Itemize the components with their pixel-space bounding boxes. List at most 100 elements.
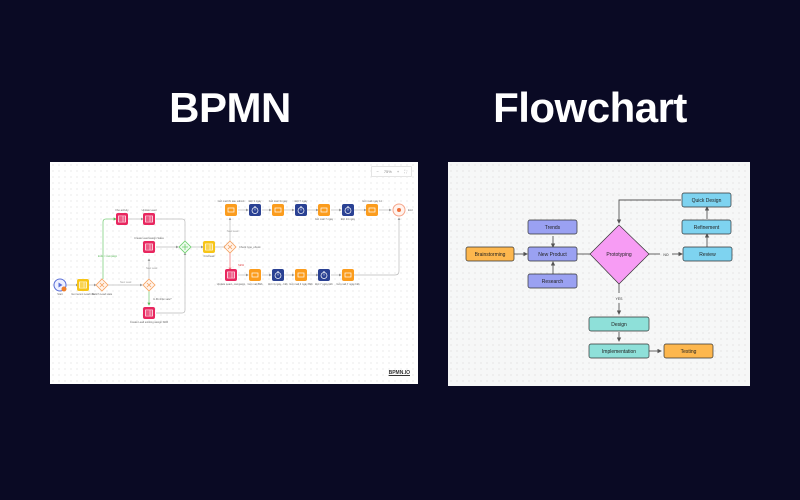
bpmn-diagram-panel[interactable]: − 75% + ⛶ [50, 162, 418, 384]
node-label: Gửi mail thì sau submit [218, 199, 245, 203]
node-label: Gửi mail 3 ngày Bkb [289, 282, 313, 286]
bpmn-task-createleadexisting[interactable] [143, 307, 155, 319]
bpmn-task-findlead[interactable] [203, 241, 215, 253]
flow-node-label: Quick Design [692, 198, 722, 204]
node-label: Find lead [204, 254, 215, 258]
timer-icon [320, 271, 328, 279]
node-label: Check type_ebook [239, 245, 261, 249]
timer-icon [274, 271, 282, 279]
bpmn-xor-gw3[interactable] [223, 240, 237, 254]
bpmn-task-fbactivity[interactable] [116, 213, 128, 225]
flow-node-label: Research [542, 279, 564, 285]
bpmn-timer-t1[interactable] [249, 204, 261, 216]
edge-label-no: NO [663, 253, 669, 257]
bpmn-task-updatelead2[interactable] [225, 269, 237, 281]
flow-node-label: Refinement [694, 225, 720, 231]
edge-label-yes: YES [615, 297, 623, 301]
node-label: Đợi 3 ngày - bkb [268, 282, 288, 286]
bpmn-timer-t5[interactable] [318, 269, 330, 281]
edge-label: In đã nhận sale? [153, 298, 172, 301]
bpmn-io-logo[interactable]: BPMN.IO [388, 370, 410, 376]
flow-node-prototyping[interactable]: Prototyping [589, 224, 650, 285]
bpmn-parallel-join[interactable] [178, 240, 192, 254]
edge-campaign [102, 217, 117, 279]
table-icon [79, 281, 87, 289]
bpmn-timer-t4[interactable] [272, 269, 284, 281]
edge-label: New Lead [227, 230, 239, 233]
bpmn-xor-gw1[interactable] [95, 278, 109, 292]
flow-node-label: Brainstorming [475, 252, 506, 258]
bpmn-task-mail2[interactable] [272, 204, 284, 216]
flow-node-new-product[interactable]: New Product [527, 246, 578, 262]
bpmn-task-mail7[interactable] [342, 269, 354, 281]
flow-node-brainstorming[interactable]: Brainstorming [465, 246, 515, 262]
node-label: Switch Lead state [92, 292, 113, 296]
bpmn-task-getlead[interactable] [77, 279, 89, 291]
node-label: Đợi 14 ngày [341, 217, 356, 221]
play-icon [58, 282, 63, 288]
flow-node-label: New Product [538, 252, 567, 258]
zoom-in-button[interactable]: + [396, 169, 400, 174]
edge [156, 218, 187, 248]
table-icon [145, 243, 153, 251]
bpmn-task-createlead[interactable] [143, 241, 155, 253]
flow-node-review[interactable]: Review [682, 246, 733, 262]
bpmn-task-mail5[interactable] [249, 269, 261, 281]
flow-node-implementation[interactable]: Implementation [588, 343, 650, 359]
flow-node-trends[interactable]: Trends [527, 219, 578, 235]
flowchart-heading: Flowchart [493, 84, 687, 131]
zoom-level: 75% [383, 169, 392, 174]
zoom-controls: − 75% + ⛶ [371, 166, 412, 177]
timer-icon [344, 206, 352, 214]
mail-icon [251, 272, 259, 278]
node-label: Start [57, 292, 63, 296]
timer-icon [251, 206, 259, 214]
timer-icon [297, 206, 305, 214]
table-icon [227, 271, 235, 279]
node-label: Fbe activity [115, 208, 129, 212]
flow-node-refinement[interactable]: Refinement [681, 219, 732, 235]
node-label: Đợi 7 ngày bkb [315, 282, 333, 286]
start-event[interactable] [53, 278, 67, 292]
fit-screen-button[interactable]: ⛶ [404, 169, 407, 174]
bpmn-task-mail4[interactable] [366, 204, 378, 216]
flow-node-testing[interactable]: Testing [663, 343, 714, 359]
bpmn-task-mail6[interactable] [295, 269, 307, 281]
node-label: Update Lead [142, 208, 157, 212]
node-label: Đợi 7 ngày [295, 199, 308, 203]
flow-node-research[interactable]: Research [527, 273, 578, 289]
node-label: Gửi mail 7 ngày [315, 217, 334, 221]
zoom-out-button[interactable]: − [376, 169, 379, 174]
flow-node-label: Testing [681, 349, 697, 355]
node-label: Create Lead assign Sales [134, 236, 164, 240]
flow-node-design[interactable]: Design [588, 316, 650, 332]
flow-node-label: Implementation [602, 349, 636, 355]
node-label: Gửi mail 3 ngày [269, 199, 288, 203]
edge [354, 217, 401, 276]
flow-node-label: Trends [545, 225, 561, 231]
bpmn-timer-t2[interactable] [295, 204, 307, 216]
flow-node-quick-design[interactable]: Quick Design [681, 192, 732, 208]
exclusive-gateway-icon [146, 282, 152, 288]
mail-icon [320, 207, 328, 213]
mail-icon [344, 272, 352, 278]
node-label: Get recent Lead info [71, 292, 95, 296]
mail-icon [227, 207, 235, 213]
node-label: Gửi mail Bkb [248, 282, 264, 286]
mail-icon [297, 272, 305, 278]
mail-icon [274, 207, 282, 213]
flow-node-label: Design [611, 322, 627, 328]
bpmn-task-updatelead1[interactable] [143, 213, 155, 225]
end-icon [397, 208, 401, 212]
bpmn-task-mail1[interactable] [225, 204, 237, 216]
bpmn-task-mail3[interactable] [318, 204, 330, 216]
bpmn-xor-gw2[interactable] [142, 278, 156, 292]
bpmn-timer-t3[interactable] [342, 204, 354, 216]
bpmn-end-end[interactable] [392, 203, 406, 217]
bpmn-heading: BPMN [169, 84, 291, 131]
mail-icon [368, 207, 376, 213]
table-icon [145, 215, 153, 223]
edge-label: Exits = campaign [98, 255, 118, 258]
